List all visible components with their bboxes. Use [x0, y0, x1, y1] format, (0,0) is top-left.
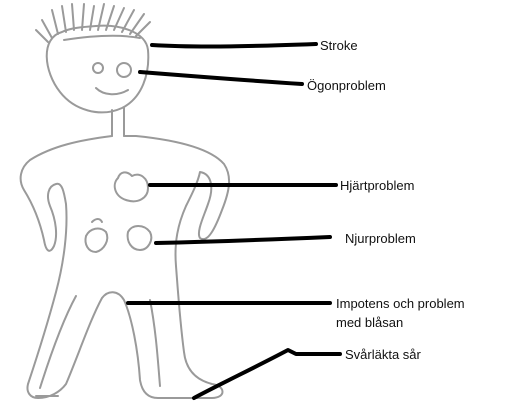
left-eye — [93, 63, 103, 73]
head — [47, 26, 149, 113]
pointer-eyes — [140, 72, 302, 84]
label-heart-problems: Hjärtproblem — [340, 178, 414, 194]
mouth — [96, 88, 128, 94]
pointer-kidneys — [156, 237, 330, 243]
pointer-stroke — [152, 44, 316, 47]
label-stroke: Stroke — [320, 38, 358, 54]
label-slow-healing-wounds: Svårläkta sår — [345, 347, 421, 363]
neck — [112, 108, 124, 136]
label-impotence-line1: Impotens och problem — [336, 296, 465, 312]
label-impotence-line2: med blåsan — [336, 315, 403, 331]
pointer-wounds — [194, 350, 340, 398]
right-kidney — [128, 226, 152, 250]
left-kidney — [85, 229, 107, 252]
right-eye — [117, 63, 131, 77]
inner-legs — [36, 296, 160, 396]
head-inner-line — [64, 36, 140, 40]
label-kidney-problems: Njurproblem — [345, 231, 416, 247]
label-eye-problems: Ögonproblem — [307, 78, 386, 94]
heart-organ — [115, 172, 148, 201]
body-outline — [21, 136, 229, 398]
torso-detail — [92, 219, 102, 222]
